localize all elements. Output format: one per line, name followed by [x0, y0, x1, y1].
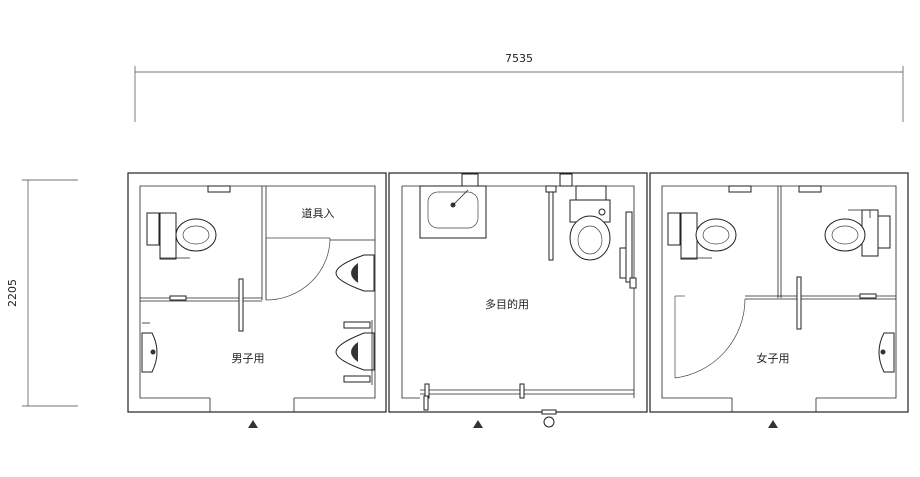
- mens-room-label: 男子用: [232, 352, 265, 365]
- urinal-icon: [335, 320, 375, 385]
- womens-module: 女子用: [667, 185, 896, 428]
- entrance-marker-icon: [768, 420, 778, 428]
- mens-module: 道具入 男子用: [140, 185, 375, 428]
- toilet-icon: [798, 185, 891, 257]
- urinal-icon: [335, 254, 375, 292]
- sink-icon: [141, 322, 158, 373]
- sink-icon: [878, 332, 895, 373]
- entrance-marker-icon: [473, 420, 483, 428]
- womens-room-label: 女子用: [757, 351, 790, 365]
- wash-basin-icon: [419, 173, 487, 239]
- toilet-icon: [667, 185, 752, 260]
- module-walls: [127, 172, 909, 413]
- width-dimension: 7535: [134, 52, 904, 122]
- toilet-icon: [569, 185, 611, 261]
- multipurpose-room-label: 多目的用: [485, 297, 529, 311]
- height-label: 2205: [6, 279, 19, 307]
- width-label: 7535: [505, 52, 533, 65]
- entrance-marker-icon: [248, 420, 258, 428]
- height-dimension: 2205: [6, 179, 78, 407]
- storage-room-label: 道具入: [302, 206, 335, 220]
- multipurpose-module: 多目的用: [419, 173, 637, 428]
- toilet-icon: [146, 185, 231, 260]
